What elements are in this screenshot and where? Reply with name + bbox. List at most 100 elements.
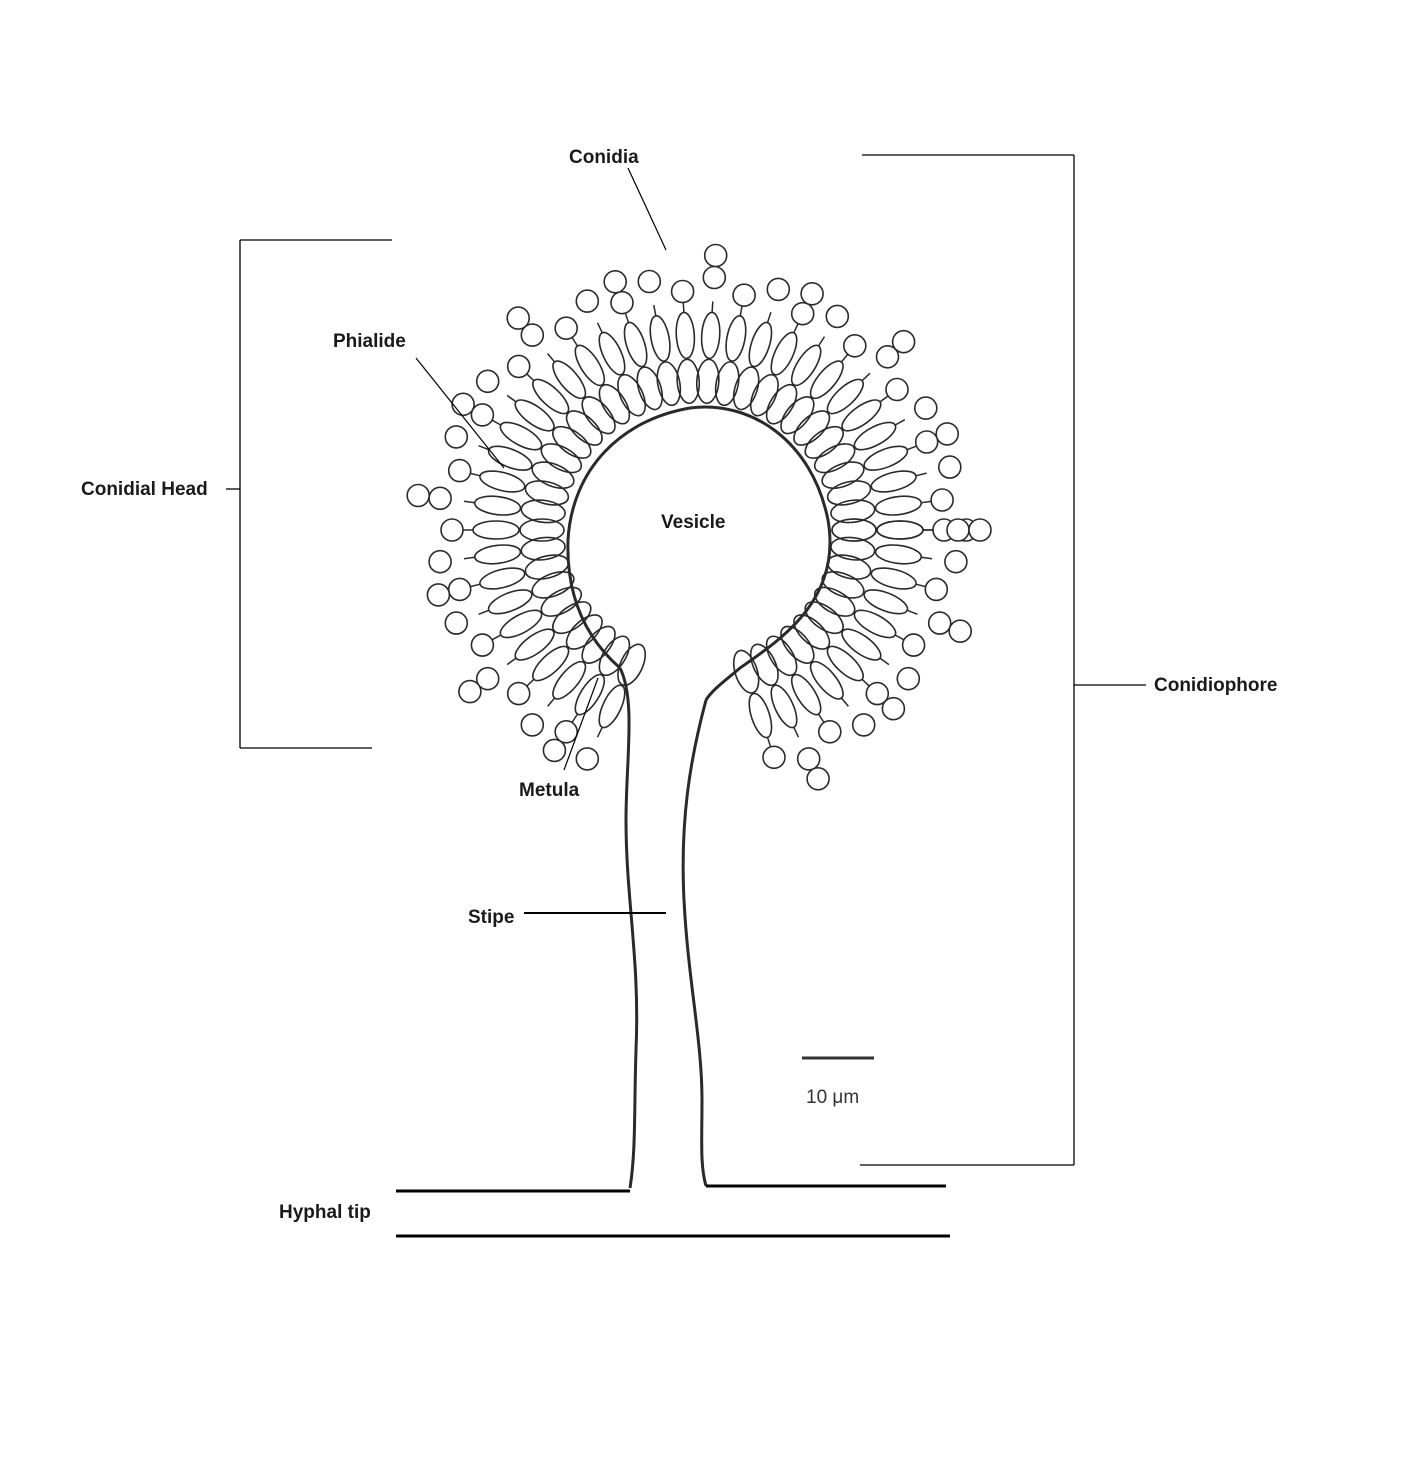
conidium (447, 577, 472, 602)
conidium (428, 549, 452, 574)
conidium (554, 719, 579, 744)
phialide-neck (506, 657, 517, 666)
metula (598, 383, 631, 425)
phialide-neck (478, 609, 490, 615)
phialide-neck (793, 726, 800, 738)
phialide-leader (415, 357, 505, 469)
phialide-neck (711, 301, 714, 313)
phialide-neck (525, 372, 535, 382)
conidium (762, 745, 786, 770)
conidium (506, 681, 531, 706)
metula (804, 601, 844, 635)
conidium (865, 681, 890, 706)
phialide-neck (921, 500, 933, 504)
conidium (670, 279, 695, 304)
conidium (470, 633, 495, 657)
conidium (426, 583, 451, 607)
phialide (700, 311, 721, 360)
phialide-neck (682, 301, 685, 313)
conidium (506, 354, 531, 379)
metula (826, 480, 872, 506)
conidium (948, 619, 973, 644)
phialide-neck (596, 322, 603, 334)
metula (524, 554, 570, 580)
metula (765, 383, 798, 425)
phialide-neck (906, 609, 918, 615)
phialide (841, 628, 882, 661)
phialide (770, 684, 798, 729)
conidium (800, 281, 824, 306)
label-metula: Metula (519, 780, 580, 801)
metula (830, 536, 876, 561)
phialide (574, 344, 606, 387)
phialide (826, 378, 864, 415)
conidium (554, 316, 579, 341)
metula (617, 643, 647, 687)
phialide (473, 495, 522, 516)
stipe-right-wall (681, 699, 708, 1187)
phialide-neck (906, 445, 918, 451)
conidium (881, 696, 906, 721)
phialide-neck (879, 657, 890, 666)
conidium (875, 344, 900, 369)
phialide (574, 673, 606, 716)
metula (732, 649, 760, 694)
metula (552, 425, 592, 459)
conidium (444, 425, 469, 449)
phialide (809, 660, 844, 700)
conidium (406, 483, 431, 508)
conidium (520, 323, 545, 347)
phialide (487, 445, 533, 471)
phialide (472, 520, 520, 540)
phialide (514, 399, 555, 432)
conidium (817, 719, 842, 744)
phialide-neck (861, 678, 871, 688)
phialide-neck (879, 394, 890, 403)
metula (821, 571, 865, 599)
phialide (876, 520, 924, 540)
metula (749, 643, 779, 687)
conidium (575, 747, 600, 771)
conidium (806, 766, 830, 791)
phialide (532, 645, 570, 682)
conidiophore-bracket (860, 154, 1146, 1166)
metula (830, 499, 876, 524)
conidium (542, 738, 567, 763)
metula (617, 373, 647, 417)
conidium (703, 243, 728, 268)
metula (656, 361, 682, 407)
metula (780, 625, 815, 664)
scale-bar-label: 10 μm (806, 1087, 859, 1108)
phialide-neck (915, 472, 927, 477)
phialide (853, 421, 897, 451)
conidium (944, 549, 968, 574)
phialide-neck (766, 311, 772, 323)
conidium (851, 713, 876, 737)
metula (749, 373, 779, 417)
phialide-neck (547, 697, 556, 707)
metula (765, 635, 798, 677)
phialide-neck (624, 311, 630, 323)
phialide-neck (894, 419, 906, 426)
phialide-neck (547, 353, 556, 363)
metula (695, 358, 720, 405)
phialide (790, 344, 822, 387)
phialide-neck (793, 322, 800, 334)
conidium (444, 611, 469, 635)
conidium (575, 289, 600, 313)
phialide-neck (478, 445, 490, 451)
metula (793, 614, 831, 650)
phialide-neck (596, 726, 603, 738)
phialide-neck (463, 556, 475, 560)
metula (524, 480, 570, 506)
stipe-left-wall (618, 667, 639, 1189)
label-conidia: Conidia (569, 147, 639, 168)
conidium (891, 329, 916, 354)
metula (565, 614, 603, 650)
conidium (702, 265, 727, 290)
conidium (470, 403, 495, 427)
conidia-leader (627, 167, 667, 251)
phialide (479, 470, 526, 493)
phialide-neck (469, 583, 481, 588)
